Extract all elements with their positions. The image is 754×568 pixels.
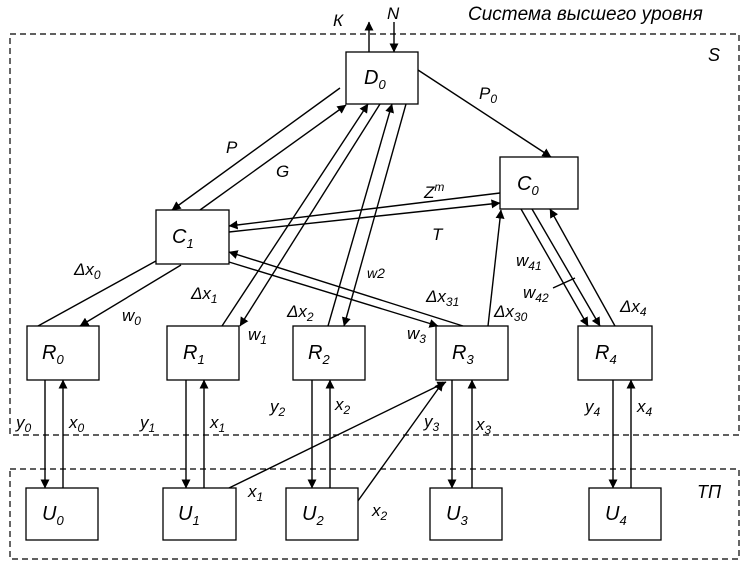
node-u0: U0: [25, 487, 99, 541]
label-x1-to-r3: x1: [247, 482, 263, 504]
svg-text:R3: R3: [452, 342, 474, 367]
label-y0: y0: [15, 413, 32, 435]
edge-c1-c0-zm: [228, 199, 501, 233]
label-x3: x3: [475, 415, 492, 437]
node-u4: U4: [588, 487, 662, 541]
node-u3: U3: [429, 487, 503, 541]
svg-text:U1: U1: [178, 503, 200, 528]
label-x2: x2: [334, 395, 351, 417]
node-r0: R0: [26, 325, 100, 381]
label-dx2: Δx2: [286, 302, 314, 324]
node-c1: C1: [155, 209, 230, 265]
edge-d0-r2: [341, 103, 407, 327]
label-y3: y3: [423, 412, 440, 434]
label-x1: x1: [209, 413, 225, 435]
label-g: G: [276, 162, 289, 181]
edge-r3-c0: [487, 209, 505, 327]
edges: [37, 21, 636, 506]
svg-text:C1: C1: [172, 226, 194, 251]
label-zm: Zm: [423, 180, 444, 202]
label-x4: x4: [636, 397, 653, 419]
edge-w42-leader: [552, 277, 576, 289]
edge-u1-r3-x1: [228, 381, 447, 489]
label-w41: w41: [516, 251, 542, 273]
label-w3: w3: [407, 324, 426, 346]
svg-text:U3: U3: [446, 503, 468, 528]
edge-r1-d0: [221, 103, 369, 327]
label-k: К: [333, 11, 344, 30]
edge-r3-c1: [228, 250, 464, 327]
edge-c1-r3: [228, 261, 439, 328]
svg-text:R0: R0: [42, 342, 64, 367]
edge-labels: К N P0 P G Zm T Δx0 w0 Δx1 w1 w2 Δx2 Δx3…: [15, 4, 653, 523]
technological-process-label: ТП: [697, 482, 722, 502]
higher-level-system-title: Система высшего уровня: [468, 4, 703, 25]
edge-c0-r4-w42: [531, 208, 601, 327]
node-c0: C0: [499, 156, 579, 210]
label-dx30: Δx30: [493, 302, 528, 324]
label-t: T: [432, 225, 444, 244]
svg-text:U4: U4: [605, 503, 627, 528]
svg-text:D0: D0: [364, 67, 386, 92]
svg-text:R1: R1: [183, 342, 205, 367]
label-p0: P0: [479, 84, 497, 106]
edge-r0-c1: [37, 255, 166, 327]
node-u1: U1: [162, 487, 237, 541]
label-w2: w2: [367, 265, 385, 281]
svg-text:C0: C0: [517, 173, 539, 198]
edge-c1-r0: [79, 264, 182, 327]
node-u2: U2: [285, 487, 359, 541]
svg-text:U2: U2: [302, 503, 324, 528]
edge-c0-r4-w41: [520, 208, 589, 327]
label-x2-to-r3: x2: [371, 501, 388, 523]
edge-d0-c0: [417, 69, 552, 158]
label-y4: y4: [584, 397, 601, 419]
label-y2: y2: [269, 397, 286, 419]
svg-text:U0: U0: [42, 503, 64, 528]
node-r1: R1: [166, 325, 240, 381]
edge-c1-d0-g: [199, 104, 347, 211]
edge-d0-c1-p: [171, 87, 341, 211]
edge-d0-r1: [239, 103, 381, 327]
technological-process-region: [9, 468, 740, 560]
label-w0: w0: [122, 306, 141, 328]
label-w42: w42: [523, 283, 549, 305]
edge-u2-r3-x2: [354, 381, 444, 506]
svg-text:R4: R4: [595, 342, 617, 367]
node-r3: R3: [435, 325, 509, 381]
label-dx4: Δx4: [619, 297, 647, 319]
higher-level-system-region: [9, 33, 740, 436]
node-d0: D0: [345, 51, 419, 105]
label-x0: x0: [68, 413, 85, 435]
node-r4: R4: [577, 325, 653, 381]
label-dx31: Δx31: [425, 287, 459, 309]
edge-r4-c0: [549, 208, 616, 327]
label-dx1: Δx1: [190, 284, 218, 306]
label-dx0: Δx0: [73, 260, 101, 282]
edge-r2-d0: [327, 103, 394, 327]
edge-c0-c1-t: [228, 192, 501, 230]
label-p: P: [226, 138, 238, 157]
label-n: N: [387, 4, 400, 23]
svg-text:R2: R2: [308, 342, 330, 367]
label-w1: w1: [248, 325, 267, 347]
system-s-label: S: [708, 45, 720, 65]
node-r2: R2: [292, 325, 366, 381]
nodes: D0 C0 C1 R0 R1 R2 R3 R4: [25, 51, 662, 541]
label-y1: y1: [139, 413, 155, 435]
